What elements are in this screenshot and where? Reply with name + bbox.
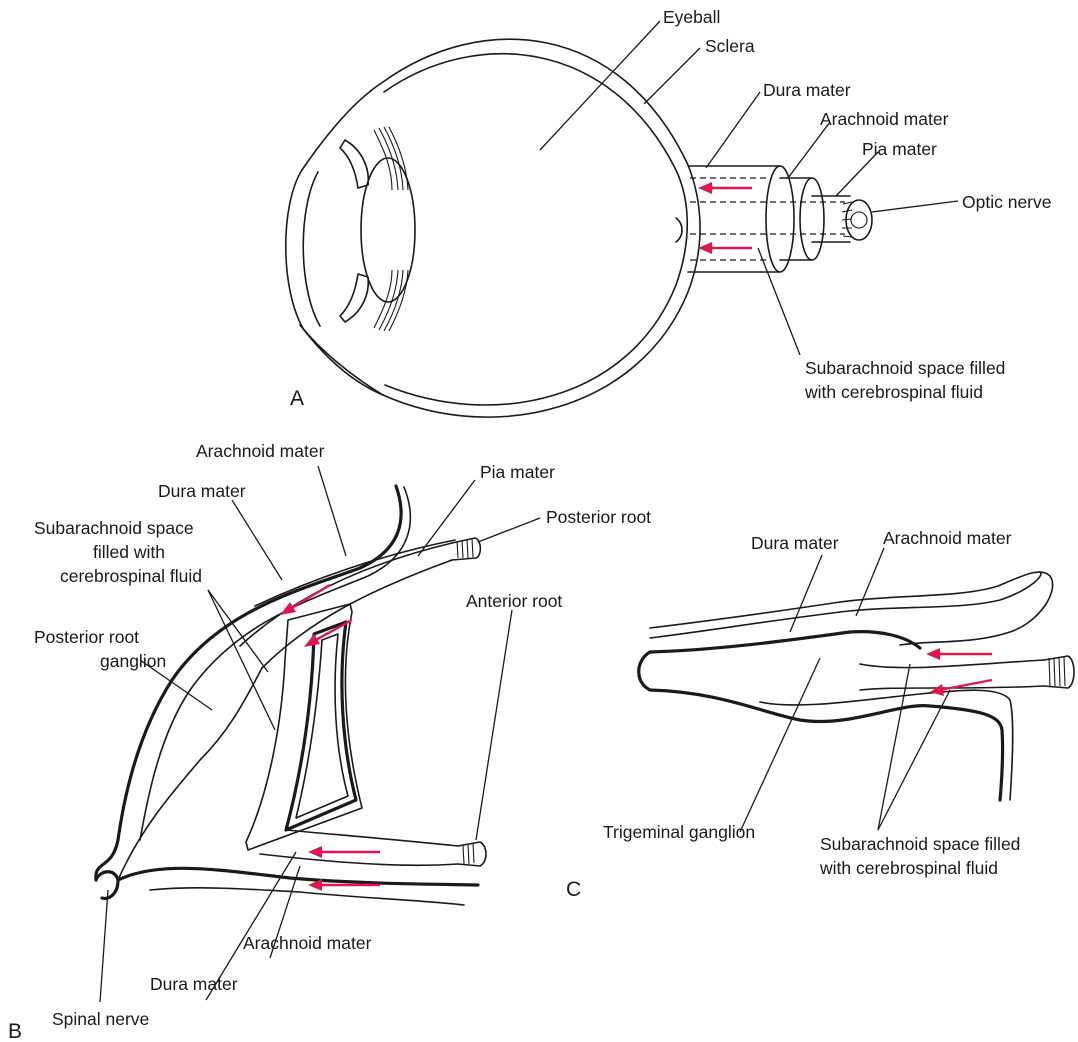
- anterior-root-upper: [286, 830, 458, 846]
- label-dura-mater-b-bottom: Dura mater: [150, 974, 238, 994]
- label-dura-mater-c: Dura mater: [751, 533, 839, 553]
- leader-spinal-nerve: [100, 890, 108, 1002]
- panel-c-trigeminal-illustration: [639, 548, 1074, 832]
- iris-lower: [340, 274, 368, 322]
- sclera-outline: [300, 39, 700, 417]
- label-eyeball: Eyeball: [663, 7, 720, 27]
- ganglion-body: [118, 668, 262, 880]
- dura-lower-b-inner: [150, 888, 464, 905]
- panel-b-labels: Arachnoid mater Pia mater Dura mater Pos…: [8, 441, 651, 1042]
- trigeminal-root-upper: [860, 660, 1044, 668]
- leader-arachnoid-a: [788, 122, 830, 178]
- label-pia-mater-a: Pia mater: [862, 139, 937, 159]
- label-subarachnoid-c-line1: Subarachnoid space filled: [820, 834, 1020, 854]
- label-subarachnoid-b-line1: Subarachnoid space: [34, 518, 194, 538]
- optic-disc: [676, 218, 682, 242]
- leader-anterior-root: [476, 610, 512, 840]
- leader-arachnoid-top-b: [318, 466, 346, 556]
- label-trigeminal-ganglion: Trigeminal ganglion: [603, 822, 755, 842]
- ciliary-body-lower: [374, 270, 408, 331]
- leader-subarachnoid-a: [758, 248, 800, 355]
- label-anterior-root: Anterior root: [466, 591, 562, 611]
- dura-sheath-end: [766, 166, 794, 272]
- label-subarachnoid-b-line3: cerebrospinal fluid: [60, 566, 202, 586]
- panel-letter-b: B: [8, 1020, 22, 1042]
- label-sclera: Sclera: [705, 36, 755, 56]
- dura-upper-c: [650, 572, 1041, 638]
- label-arachnoid-mater-c: Arachnoid mater: [883, 528, 1012, 548]
- arachnoid-sheath-end: [800, 178, 824, 260]
- trigeminal-ganglion-left: [639, 652, 650, 690]
- cornea: [286, 170, 304, 330]
- dura-upper-c-outer: [650, 572, 1053, 645]
- posterior-root-tip: [452, 538, 480, 560]
- label-subarachnoid-a-line1: Subarachnoid space filled: [805, 358, 1005, 378]
- label-arachnoid-mater-a: Arachnoid mater: [820, 109, 949, 129]
- sclera-lower-edge: [304, 330, 383, 395]
- leader-posterior-root: [478, 518, 540, 542]
- label-arachnoid-mater-b-top: Arachnoid mater: [196, 441, 325, 461]
- trigeminal-ganglion-lower: [650, 690, 1003, 800]
- lens: [361, 158, 415, 302]
- leader-dura-top-b: [232, 500, 282, 580]
- leader-subarachnoid-b-2: [208, 590, 275, 730]
- csf-flow-arrow-c-upper: [926, 648, 992, 660]
- anterior-root-tip: [458, 842, 486, 866]
- csf-flow-arrow-a-lower: [698, 242, 752, 254]
- label-arachnoid-mater-b-bottom: Arachnoid mater: [243, 933, 372, 953]
- panel-letter-c: C: [566, 878, 581, 901]
- leader-sclera: [644, 48, 700, 104]
- leader-optic-nerve: [872, 201, 958, 212]
- dura-inner-b: [140, 487, 410, 840]
- posterior-root-lower: [262, 560, 452, 668]
- anterior-root-tip-fibres: [463, 843, 474, 864]
- label-spinal-nerve: Spinal nerve: [52, 1009, 149, 1029]
- sclera-upper-edge: [302, 82, 383, 170]
- optic-nerve-cut-end: [846, 200, 872, 240]
- label-dura-mater-b-top: Dura mater: [158, 481, 246, 501]
- leader-dura-c: [790, 555, 822, 632]
- panel-letter-a: A: [290, 387, 304, 410]
- label-dura-mater-a: Dura mater: [763, 80, 851, 100]
- label-subarachnoid-c-line2: with cerebrospinal fluid: [819, 858, 998, 878]
- ganglion-upper-edge: [650, 632, 920, 652]
- leader-dura-a: [706, 92, 760, 168]
- label-posterior-root: Posterior root: [546, 507, 651, 527]
- label-pia-mater-b: Pia mater: [480, 462, 555, 482]
- optic-nerve-fibres: [842, 202, 867, 237]
- label-subarachnoid-a-line2: with cerebrospinal fluid: [804, 382, 983, 402]
- spinal-nerve-end: [96, 872, 118, 899]
- leader-eyeball: [540, 21, 660, 150]
- csf-flow-arrow-a-upper: [698, 182, 752, 194]
- leader-subarachnoid-b-1: [208, 590, 268, 672]
- leader-arachnoid-c: [856, 548, 884, 616]
- cord-cut-face-inner: [296, 634, 348, 818]
- csf-flow-arrow-b-anterior-upper: [308, 846, 380, 858]
- trigeminal-root-tip-fibres: [1049, 657, 1065, 686]
- cornea-inner: [303, 172, 320, 326]
- eyeball-wall: [384, 54, 687, 405]
- iris-upper: [340, 140, 368, 188]
- leader-trigeminal-ganglion: [740, 658, 820, 832]
- label-subarachnoid-b-line2: filled with: [93, 542, 165, 562]
- panel-c-labels: Dura mater Arachnoid mater Trigeminal ga…: [566, 528, 1020, 901]
- label-ganglion-b-line1: Posterior root: [34, 627, 139, 647]
- label-ganglion-b-line2: ganglion: [100, 651, 166, 671]
- label-optic-nerve: Optic nerve: [962, 192, 1051, 212]
